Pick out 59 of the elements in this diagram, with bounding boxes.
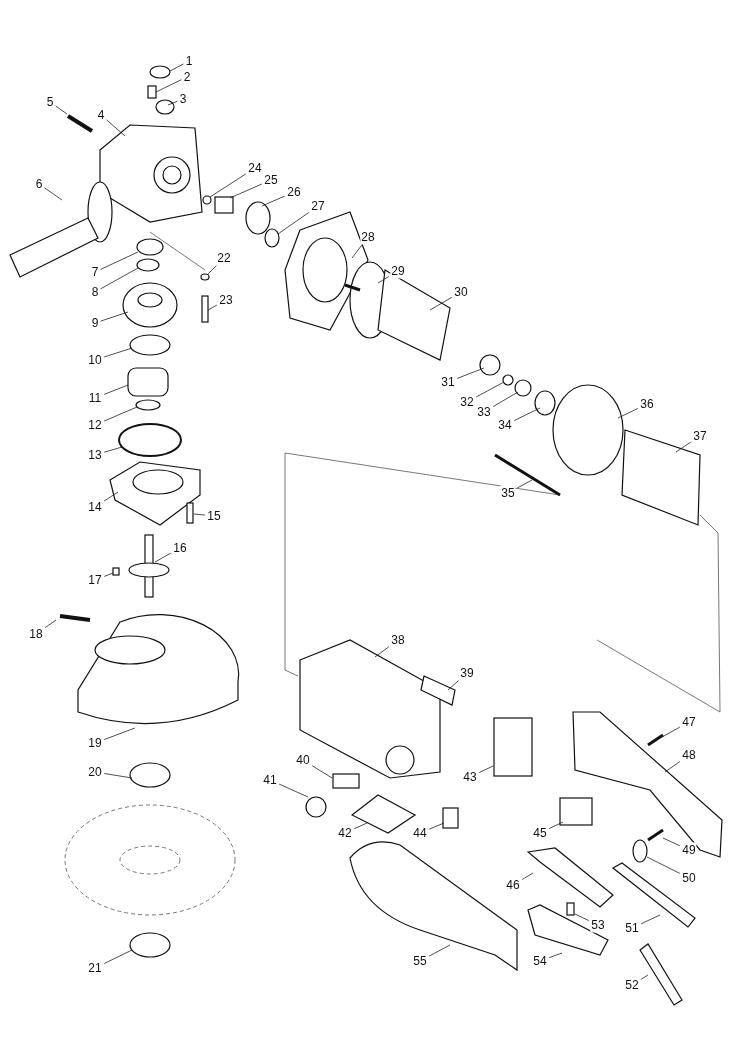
leader-line: [169, 63, 184, 72]
leader-line: [521, 872, 534, 880]
leader-line: [548, 952, 563, 959]
leader-line: [261, 195, 286, 207]
leader-line: [55, 105, 68, 115]
leader-line: [353, 822, 368, 830]
leader-line: [475, 381, 505, 398]
leader-line: [103, 446, 123, 453]
leader-line: [447, 680, 459, 691]
leader-line: [103, 727, 136, 740]
leader-line: [103, 491, 119, 502]
leader-line: [229, 183, 263, 199]
leader-line: [429, 296, 453, 311]
leader-line: [377, 276, 390, 284]
leader-line: [277, 212, 310, 235]
leader-line: [513, 407, 541, 421]
leader-line: [311, 765, 333, 779]
leader-line: [428, 944, 451, 957]
leader-line: [103, 949, 133, 964]
callout-number: 29: [390, 263, 406, 279]
leader-line: [106, 119, 126, 137]
leader-line: [617, 408, 639, 419]
leader-line: [428, 822, 445, 830]
leader-line: [100, 251, 139, 270]
leader-line: [103, 572, 114, 577]
leader-line: [103, 406, 138, 422]
leader-line: [207, 304, 218, 311]
leader-line: [103, 347, 133, 358]
leader-line: [675, 441, 692, 453]
leader-line: [548, 821, 564, 829]
leader-line: [44, 619, 57, 628]
leader-line: [574, 913, 590, 921]
leader-line: [100, 311, 129, 322]
leader-line: [103, 773, 133, 779]
leader-line: [661, 726, 681, 738]
leader-line: [167, 100, 178, 106]
leader-line: [154, 552, 172, 563]
leader-line: [44, 187, 63, 201]
callout-number: 53: [590, 917, 606, 933]
leader-line: [640, 914, 661, 925]
leader-line: [478, 765, 494, 773]
leader-line: [664, 761, 681, 773]
leader-line: [100, 267, 139, 290]
leader-line: [492, 391, 519, 407]
leader-line: [193, 513, 206, 516]
callout-number: 28: [360, 229, 376, 245]
leader-line: [516, 479, 533, 489]
leader-line: [351, 244, 363, 259]
leader-line: [662, 837, 681, 847]
leader-line: [155, 79, 182, 93]
leader-line: [640, 974, 649, 980]
leader-line: [278, 783, 309, 798]
leader-line: [374, 646, 390, 658]
callout-number: 22: [216, 250, 232, 266]
leader-line: [209, 173, 247, 198]
leader-line: [646, 856, 681, 874]
leader-line: [103, 384, 129, 395]
leader-line: [456, 367, 485, 379]
leader-line: [207, 265, 217, 275]
